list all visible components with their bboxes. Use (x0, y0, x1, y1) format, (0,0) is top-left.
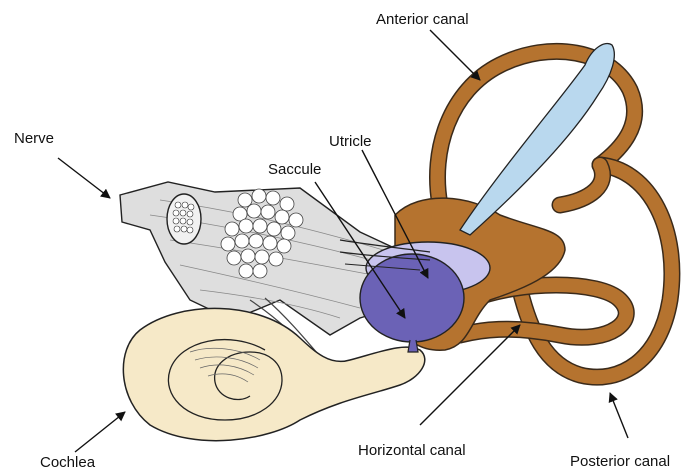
nerve-arrow (58, 158, 110, 198)
horizontal-canal-label: Horizontal canal (358, 443, 466, 458)
cochlea-arrow (75, 412, 125, 452)
posterior-canal-label: Posterior canal (570, 454, 670, 469)
posterior-canal-arrow (610, 393, 628, 438)
cochlea-label: Cochlea (40, 455, 95, 470)
anterior-canal-arrow (430, 30, 480, 80)
anterior-canal-label: Anterior canal (376, 12, 469, 27)
saccule-label: Saccule (268, 162, 321, 177)
nerve-label: Nerve (14, 131, 54, 146)
utricle-label: Utricle (329, 134, 372, 149)
